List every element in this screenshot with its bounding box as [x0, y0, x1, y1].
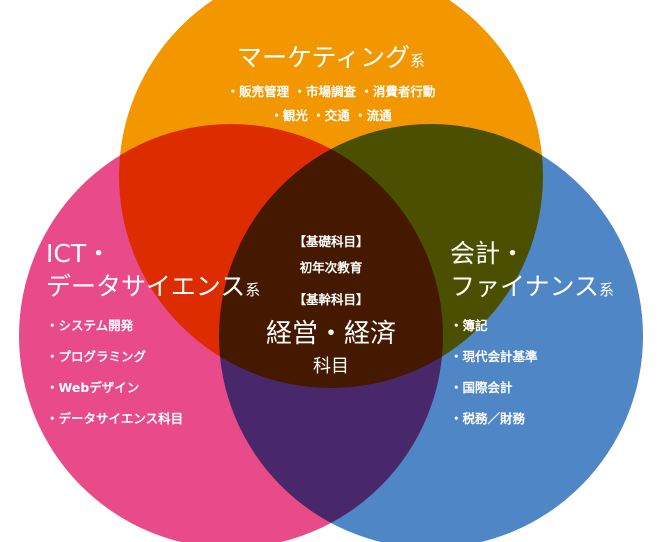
finance-title-line2: ファイナンス系: [450, 272, 614, 301]
marketing-items-line1: ・販売管理 ・市場調査 ・消費者行動: [227, 84, 436, 99]
marketing-title-suffix: 系: [410, 52, 425, 70]
marketing-title: マーケティング系: [237, 43, 425, 72]
core-basic-heading: 【基礎科目】: [293, 234, 368, 249]
ict-title-line2: データサイエンス系: [46, 272, 260, 301]
finance-item: ・簿記: [450, 318, 488, 333]
finance-title-suffix: 系: [599, 281, 614, 299]
finance-title-line1: 会計・: [450, 239, 525, 268]
core-main-heading: 【基幹科目】: [293, 292, 368, 307]
ict-title-line2-text: データサイエンス: [46, 272, 245, 301]
finance-circle: [219, 124, 643, 542]
core-main-title: 経営・経済: [266, 319, 396, 349]
finance-item: ・国際会計: [450, 380, 513, 395]
ict-title-suffix: 系: [245, 281, 260, 299]
finance-item: ・現代会計基準: [450, 349, 538, 364]
core-main-sub: 科目: [313, 356, 349, 377]
finance-item: ・税務／財務: [450, 411, 526, 426]
ict-title-line1: ICT・: [46, 239, 111, 268]
ict-item: ・Webデザイン: [46, 380, 139, 395]
marketing-title-text: マーケティング: [237, 43, 410, 72]
finance-title-line2-text: ファイナンス: [450, 272, 599, 301]
circles-group: [19, 0, 643, 542]
ict-item: ・プログラミング: [46, 349, 147, 364]
ict-item: ・データサイエンス科目: [46, 411, 183, 426]
ict-item: ・システム開発: [46, 318, 134, 333]
marketing-items-line2: ・観光 ・交通 ・流通: [270, 108, 392, 123]
core-basic-subject: 初年次教育: [300, 260, 363, 275]
